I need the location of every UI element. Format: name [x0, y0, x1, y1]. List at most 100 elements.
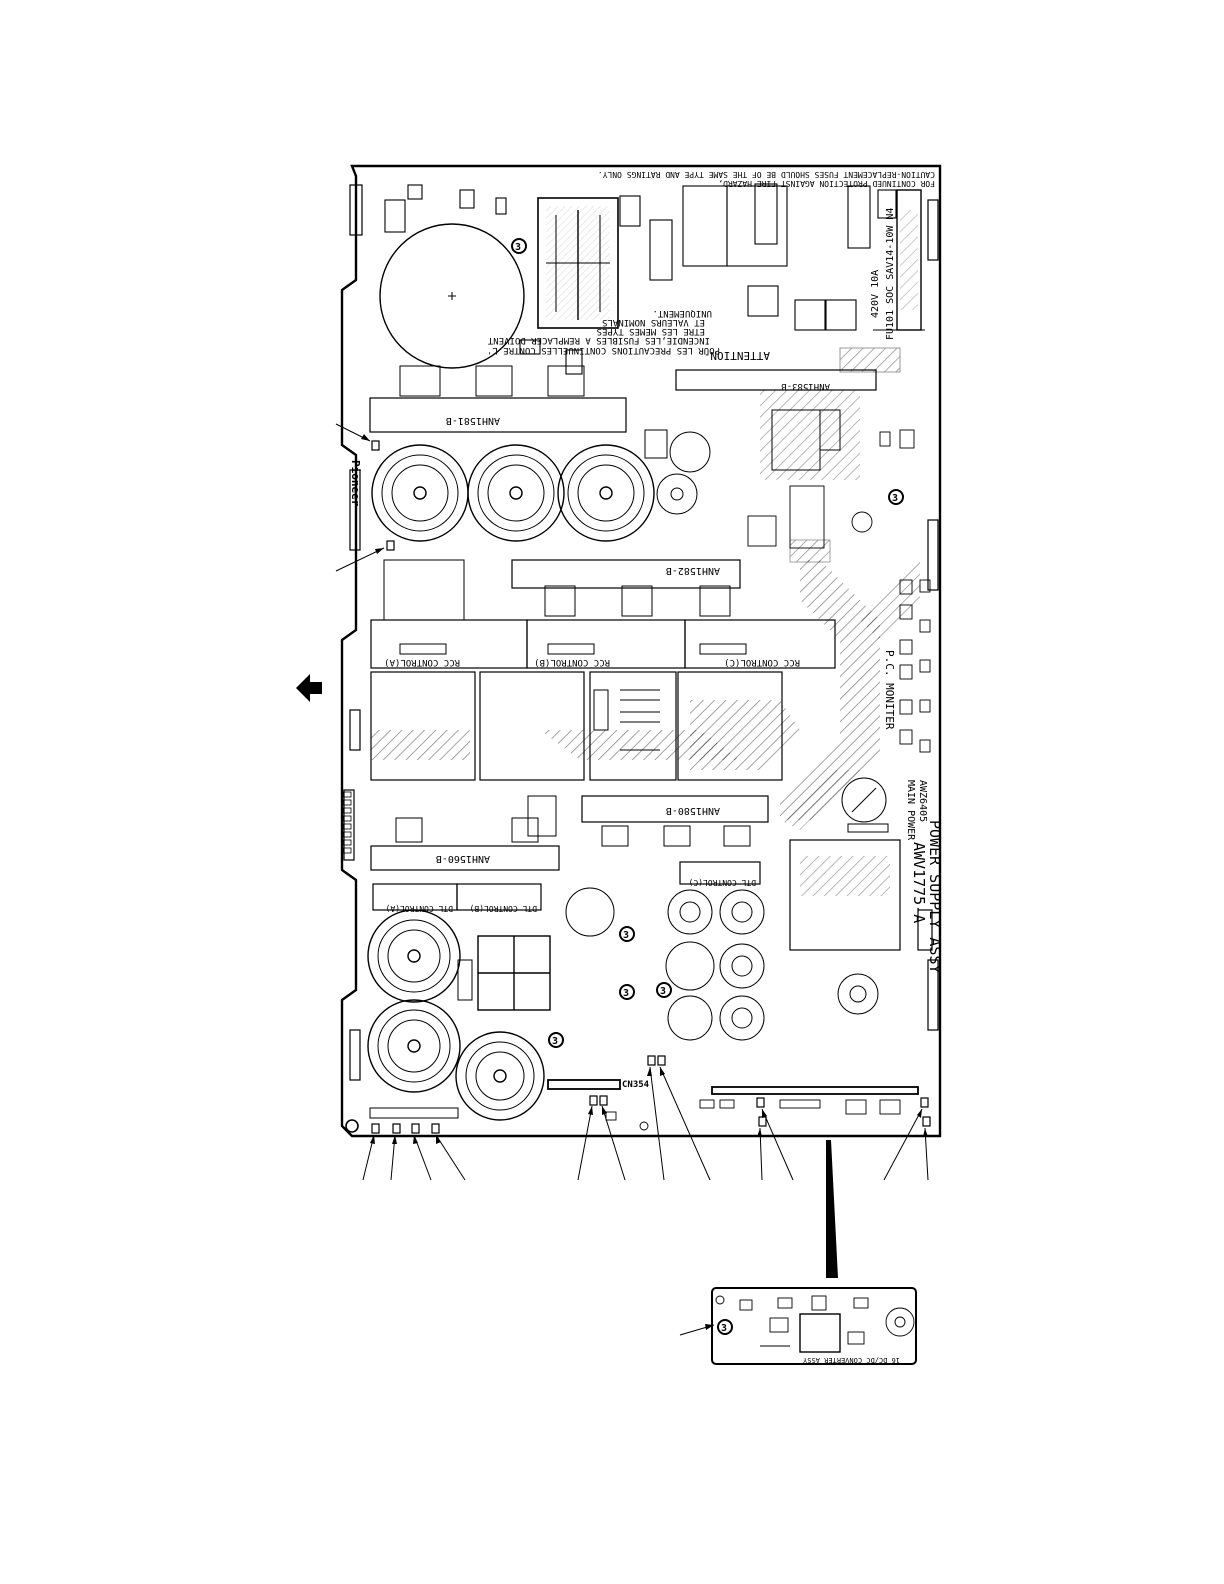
power-block-left: [370, 671, 476, 781]
circled-3-icon: 3: [656, 982, 672, 998]
rcc-b-connector: [547, 643, 595, 655]
dtl-text: DTL CONTROL(A) DTL CONTROL(B) DTL CONTRO…: [386, 878, 756, 913]
module-anh1583-strip: [675, 369, 877, 391]
dcdc-sub-board-label: 16 DC/DC CONVERTER ASSY: [802, 1356, 900, 1364]
right-component-cluster: [747, 429, 931, 753]
dtl-control-a-label: DTL CONTROL(A): [386, 904, 453, 913]
right-edge-tabs: [917, 199, 939, 1031]
main-filter-capacitor: [379, 223, 525, 369]
fuse-label: FU101 SOC SAV14-10W N4: [885, 208, 896, 340]
rcc-control-b-label: RCC CONTROL(B): [534, 657, 610, 667]
svg-text:3: 3: [623, 930, 629, 941]
main-power-text: MAIN POWER AWZ6405: [905, 780, 928, 841]
part-code-label: AWZ6405: [917, 780, 928, 822]
brand-logo: Pioneer: [349, 460, 362, 507]
gauge-capacitor: [841, 777, 887, 823]
anh1582-ic-1: [544, 585, 576, 617]
anh1583-hatch: [760, 390, 860, 480]
lower-resistor: [457, 959, 473, 1001]
main-power-label: MAIN POWER: [905, 780, 916, 841]
anh1580-ic-1: [601, 825, 629, 847]
board-outline: [340, 164, 942, 1138]
small-ic-1: [644, 429, 668, 459]
transformer-hatch: [800, 856, 890, 896]
cap-upper-1: [669, 431, 711, 473]
svg-text:3: 3: [623, 988, 629, 999]
leader-arrowheads: [361, 434, 928, 1330]
module-anh1581-strip: [369, 397, 627, 433]
rcc-control-c-label: RCC CONTROL(C): [724, 657, 800, 667]
big-capacitor-f: [455, 1031, 545, 1121]
circled-3-icon: 3: [717, 1319, 733, 1335]
rcc-c-connector: [699, 643, 747, 655]
fuse-text: FU101 SOC SAV14-10W N4 420V 10A: [870, 208, 896, 340]
big-capacitor-a: [371, 444, 469, 542]
lower-grid-transformer: [477, 935, 551, 1011]
module-anh1581-label: ANH1581-B: [446, 415, 500, 426]
module-anh1582-label: ANH1582-B: [666, 565, 720, 576]
cn354-connector-strip: [547, 1079, 621, 1090]
attention-title: ATTENTION-: [704, 349, 770, 362]
attention-text-block: ATTENTION- POUR LES PRECAUTIONS CONTINUE…: [487, 308, 770, 362]
circled-3-icon: 3: [888, 489, 904, 505]
line-filter-transformer: [537, 197, 619, 329]
circled-3-icon: 3: [619, 984, 635, 1000]
big-capacitor-c: [557, 444, 655, 542]
assy-code: AWV1775-A: [910, 842, 928, 923]
svg-text:3: 3: [721, 1323, 727, 1334]
big-capacitor-e: [367, 999, 461, 1093]
big-capacitor-d: [367, 909, 461, 1003]
anh1582-left-block: [383, 559, 465, 621]
anh1580-ic-2: [663, 825, 691, 847]
svg-text:3: 3: [660, 986, 666, 997]
anh1582-ic-2: [621, 585, 653, 617]
mounting-hole: [345, 1119, 359, 1133]
pc-moniter-label: P.C. MONITER: [883, 650, 896, 730]
bottom-small-parts: [605, 1099, 901, 1131]
left-edge-connector-pins: [342, 791, 352, 854]
right-hatched-band-2: [860, 560, 920, 640]
dtl-control-c-box: [679, 861, 761, 885]
lower-right-hatch: [780, 770, 860, 830]
assy-title-block: POWER SUPPLY ASSY AWV1775-A: [910, 820, 944, 974]
sub-board-pointer: [826, 1140, 838, 1278]
power-block-mid-right: [589, 671, 677, 781]
module-anh1580-label: ANH1580-B: [666, 805, 720, 816]
rcc-a-connector: [399, 643, 447, 655]
attention-line-4: ET VALEURS NOMINALS: [602, 317, 705, 327]
attention-line-3: ETRE LES MEMES TYPES: [597, 326, 705, 336]
left-arrow-icon: [296, 674, 322, 702]
bottom-right-connector-strip: [711, 1086, 919, 1095]
attention-line-1: POUR LES PRECAUTIONS CONTINUELLES CONTRE…: [487, 345, 720, 355]
cap-upper-2: [656, 473, 698, 515]
anh1582-ic-3: [699, 585, 731, 617]
cn354-label: CN354: [622, 1080, 650, 1090]
power-block-mid-left: [479, 671, 585, 781]
attention-line-2: INCENDIE,LES FUSIBLES A REMPLACER DOIVEN…: [487, 335, 710, 345]
bottom-left-module: [369, 1107, 459, 1119]
rcc-control-c-box: [684, 619, 836, 669]
middle-resistors: [593, 689, 660, 751]
big-capacitor-b: [467, 444, 565, 542]
anh1583-part-2: [819, 409, 841, 451]
cap-mid-row: [565, 887, 879, 1041]
main-transformer: [789, 839, 901, 951]
svg-text:3: 3: [515, 242, 521, 253]
test-point-markers: [371, 440, 931, 1134]
circled-3-icon: 3: [511, 238, 527, 254]
fuse-rating: 420V 10A: [870, 270, 881, 318]
gauge-cap-base: [847, 823, 889, 833]
circled-3-icon: 3: [548, 1032, 564, 1048]
caution-line-2: FOR CONTINUED PROTECTION AGAINST FIRE HA…: [718, 179, 935, 188]
dtl-control-b-label: DTL CONTROL(B): [470, 904, 537, 913]
caution-text-block: CAUTION-REPLACEMENT FUSES SHOULD BE OF T…: [598, 170, 935, 188]
module-anh1580-strip: [581, 795, 769, 823]
sub-board-components: [715, 1295, 915, 1353]
top-components: [384, 183, 897, 375]
attention-line-5: UNIQUEMENT.: [652, 308, 712, 318]
assy-title: POWER SUPPLY ASSY: [926, 820, 944, 974]
fuse-holder: [873, 189, 925, 331]
dcdc-sub-board-outline: [711, 1287, 917, 1365]
middle-hatch-left: [371, 730, 470, 760]
